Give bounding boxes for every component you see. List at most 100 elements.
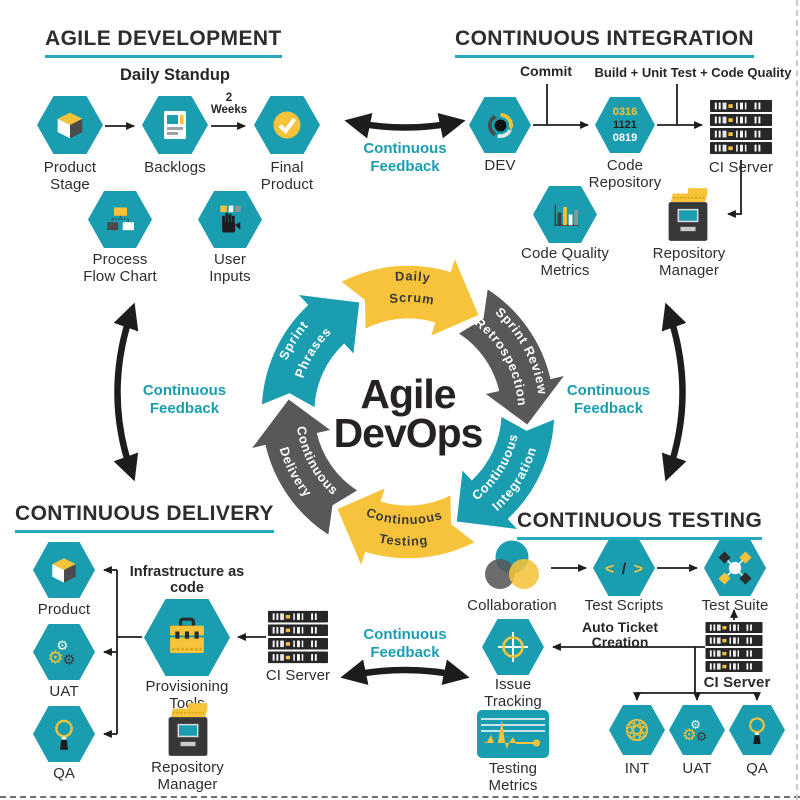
repository-manager-label-2: Repository Manager	[151, 759, 224, 793]
test-suite-label: Test Suite	[701, 597, 769, 614]
code-repository-hex: 0316 1121 0819	[595, 97, 655, 153]
int-hex	[609, 705, 665, 755]
cycle-segment-label: Sprint	[276, 318, 311, 362]
cube-icon	[46, 552, 82, 588]
cycle-segment-label: Continuous	[469, 432, 521, 503]
flow-chart-icon	[102, 201, 139, 238]
build-label: Build + Unit Test + Code Quality	[594, 65, 792, 80]
ci-server-label-2: CI Server	[265, 667, 331, 684]
bottom-dashed-border	[0, 796, 800, 798]
globe-icon	[620, 713, 654, 747]
cd-uat-label: UAT	[49, 683, 79, 700]
repo-number-2: 1121	[613, 118, 637, 131]
cycle-title-line2: DevOps	[334, 410, 483, 456]
header-agile-development: AGILE DEVELOPMENT	[45, 27, 282, 58]
provisioning-tools-hex	[144, 599, 230, 676]
cd-uat-hex	[33, 624, 95, 680]
provisioning-tools-label: Provisioning Tools	[145, 678, 229, 712]
dev-hex	[469, 97, 531, 153]
ct-uat-hex	[669, 705, 725, 755]
feedback-arrow-bottom	[340, 659, 470, 685]
testing-metrics-card	[477, 710, 549, 758]
cycle-segment-label: Retrospection	[472, 314, 530, 406]
repo-number-3: 0819	[612, 132, 638, 145]
process-flow-hex	[88, 191, 152, 248]
final-product-hex	[254, 96, 320, 154]
header-continuous-integration: CONTINUOUS INTEGRATION	[455, 27, 754, 58]
magnifier-icon	[741, 714, 773, 746]
code-repository-label: Code Repository	[588, 157, 662, 191]
test-scripts-hex	[593, 540, 655, 596]
cycle-title-line1: Agile	[360, 371, 455, 417]
cd-product-label: Product	[37, 601, 91, 618]
sprint-duration-label: 2 Weeks	[210, 92, 248, 117]
user-inputs-label: User Inputs	[209, 251, 251, 285]
product-stage-hex	[37, 96, 103, 154]
test-scripts-label: Test Scripts	[584, 597, 664, 614]
feedback-label-left: Continuous Feedback	[142, 382, 227, 417]
backlogs-hex	[142, 96, 208, 154]
feedback-label-top: Continuous Feedback	[363, 140, 447, 175]
header-continuous-delivery: CONTINUOUS DELIVERY	[15, 502, 274, 533]
magnifier-icon	[46, 716, 82, 752]
collaboration-label: Collaboration	[467, 597, 557, 614]
commit-label: Commit	[519, 63, 573, 79]
auto-ticket-label: Auto Ticket Creation	[582, 619, 658, 651]
cycle-segment-label: Delivery	[277, 445, 316, 500]
cycle-segment-label: Scrum	[388, 290, 435, 308]
right-dashed-border	[796, 0, 798, 800]
cycle-segment-1	[458, 289, 564, 425]
header-continuous-testing: CONTINUOUS TESTING	[517, 509, 763, 540]
user-inputs-hex	[198, 191, 262, 248]
suite-network-icon	[716, 549, 754, 587]
cd-qa-hex	[33, 706, 95, 762]
backlog-icon	[155, 105, 195, 145]
ci-server-icon-2	[268, 610, 328, 664]
dev-cycle-icon	[482, 107, 519, 144]
cd-qa-label: QA	[53, 765, 75, 782]
cycle-segment-label: Testing	[378, 531, 429, 549]
cycle-segment-label: Phrases	[292, 324, 335, 380]
cycle-segment-label: Daily	[395, 268, 432, 285]
cycle-segment-0	[341, 259, 479, 336]
backlogs-label: Backlogs	[144, 159, 206, 176]
ci-server-label-1: CI Server	[708, 159, 774, 176]
product-stage-label: Product Stage	[43, 159, 97, 193]
issue-tracking-label: Issue Tracking	[484, 676, 542, 710]
code-metrics-label: Code Quality Metrics	[521, 245, 609, 279]
toolbox-icon	[161, 612, 213, 664]
code-metrics-hex	[533, 186, 597, 243]
process-flow-label: Process Flow Chart	[83, 251, 157, 285]
ct-qa-label: QA	[746, 760, 768, 777]
feedback-label-bottom: Continuous Feedback	[363, 626, 447, 661]
testing-metrics-label: Testing Metrics	[488, 760, 538, 794]
feedback-label-right: Continuous Feedback	[566, 382, 651, 417]
ci-server-label-3: CI Server	[703, 674, 771, 691]
target-icon	[493, 627, 533, 667]
code-icon	[604, 548, 644, 588]
cycle-segment-label: Continuous	[364, 505, 444, 528]
repository-manager-icon-1	[667, 187, 709, 242]
repo-numbers: 0316 1121 0819	[613, 106, 637, 144]
hand-icon	[212, 201, 249, 238]
repo-number-1: 0316	[612, 105, 638, 118]
int-label: INT	[624, 760, 650, 777]
gears-icon	[680, 713, 714, 747]
ci-server-icon-3	[705, 622, 763, 672]
daily-standup-label: Daily Standup	[119, 66, 230, 84]
final-product-label: Final Product	[260, 159, 314, 193]
check-icon	[267, 105, 307, 145]
cycle-segment-label: Sprint Review	[493, 304, 551, 396]
test-suite-hex	[704, 540, 766, 596]
issue-tracking-hex	[482, 619, 544, 675]
ct-uat-label: UAT	[682, 760, 712, 777]
waveform-icon	[480, 718, 546, 750]
feedback-arrow-top	[344, 112, 466, 139]
cycle-segment-label: Continuous	[294, 425, 342, 498]
bar-chart-icon	[547, 196, 584, 233]
repository-manager-label-1: Repository Manager	[652, 245, 726, 279]
feedback-arrow-right	[661, 302, 687, 482]
infrastructure-as-code-label: Infrastructure as code	[129, 564, 245, 596]
